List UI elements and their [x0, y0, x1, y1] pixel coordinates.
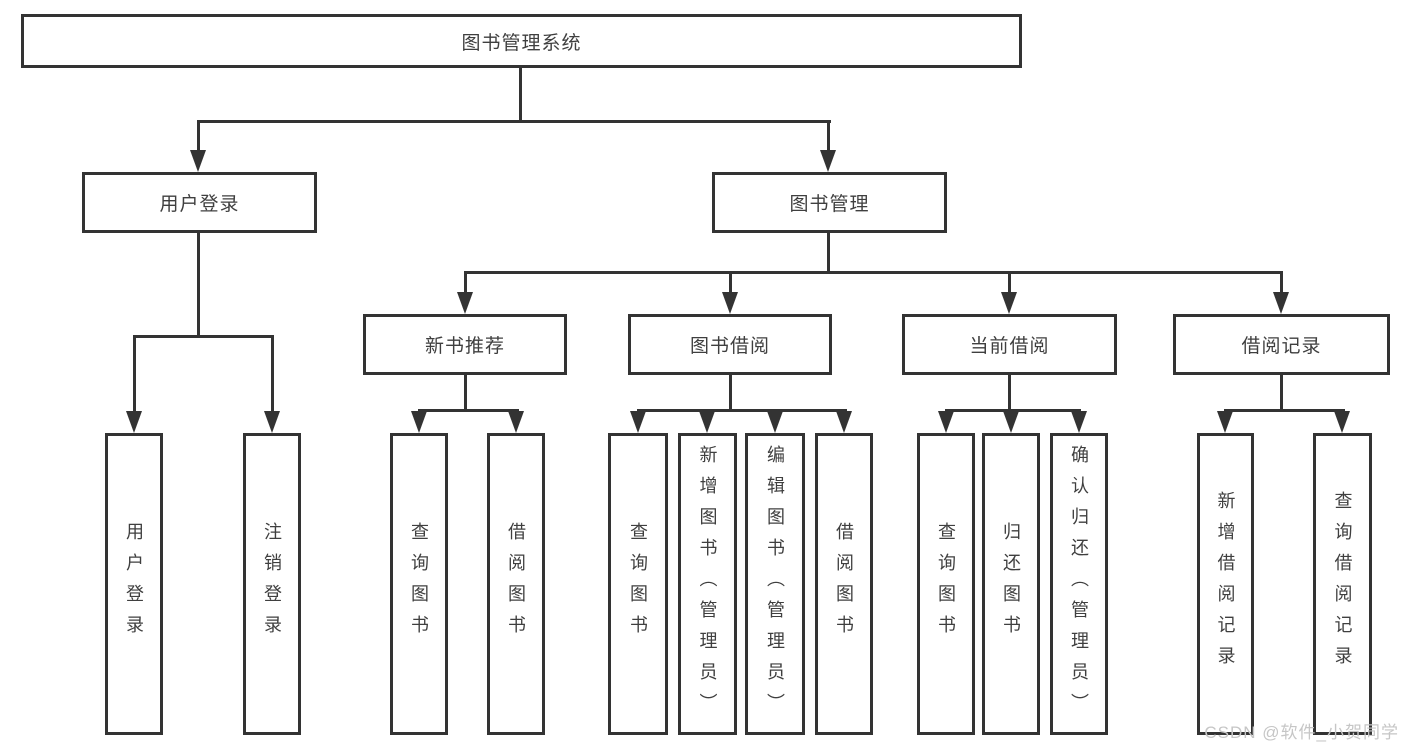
- arrowhead-down-icon: [699, 411, 715, 433]
- leaf-label: 新增图书（管理员）: [697, 444, 718, 724]
- leaf-label: 借阅图书: [834, 522, 854, 646]
- arrowhead-down-icon: [1001, 292, 1017, 314]
- arrowhead-down-icon: [126, 411, 142, 433]
- leaf-return-books: 归还图书: [982, 433, 1040, 735]
- leaf-label: 查询借阅记录: [1332, 491, 1353, 677]
- arrowhead-down-icon: [938, 411, 954, 433]
- leaf-borrow-books-recommend: 借阅图书: [487, 433, 545, 735]
- node-label: 用户登录: [159, 194, 240, 215]
- node-label: 借阅记录: [1241, 336, 1322, 357]
- connector-line: [197, 120, 831, 123]
- leaf-label: 用户登录: [124, 522, 144, 646]
- arrowhead-down-icon: [630, 411, 646, 433]
- connector-line: [945, 409, 1081, 412]
- node-book-management: 图书管理: [712, 172, 947, 233]
- arrowhead-down-icon: [820, 150, 836, 172]
- node-label: 图书管理: [789, 194, 870, 215]
- connector-line: [827, 120, 830, 152]
- arrowhead-down-icon: [1217, 411, 1233, 433]
- arrowhead-down-icon: [457, 292, 473, 314]
- connector-line: [197, 233, 200, 338]
- arrowhead-down-icon: [1071, 411, 1087, 433]
- arrowhead-down-icon: [264, 411, 280, 433]
- arrowhead-down-icon: [1273, 292, 1289, 314]
- arrowhead-down-icon: [722, 292, 738, 314]
- connector-line: [271, 335, 274, 413]
- leaf-label: 借阅图书: [506, 522, 526, 646]
- leaf-label: 注销登录: [262, 522, 282, 646]
- leaf-logout: 注销登录: [243, 433, 301, 735]
- leaf-borrow-books: 借阅图书: [815, 433, 873, 735]
- connector-line: [1280, 271, 1283, 294]
- connector-line: [1008, 271, 1011, 294]
- node-book-borrow: 图书借阅: [628, 314, 832, 375]
- leaf-label: 编辑图书（管理员）: [765, 444, 785, 724]
- csdn-watermark: CSDN @软件_小贺同学: [1204, 723, 1399, 742]
- connector-line: [464, 271, 467, 294]
- arrowhead-down-icon: [1334, 411, 1350, 433]
- node-label: 图书借阅: [689, 336, 770, 357]
- node-new-book-recommend: 新书推荐: [363, 314, 567, 375]
- arrowhead-down-icon: [1003, 411, 1019, 433]
- leaf-user-login: 用户登录: [105, 433, 163, 735]
- connector-line: [1224, 409, 1345, 412]
- leaf-label: 查询图书: [936, 522, 956, 646]
- connector-line: [729, 271, 732, 294]
- connector-line: [133, 335, 274, 338]
- leaf-label: 归还图书: [1001, 522, 1021, 646]
- connector-line: [827, 233, 830, 274]
- arrowhead-down-icon: [767, 411, 783, 433]
- node-user-login: 用户登录: [82, 172, 317, 233]
- connector-line: [729, 375, 732, 412]
- arrowhead-down-icon: [836, 411, 852, 433]
- leaf-label: 新增借阅记录: [1215, 491, 1236, 677]
- leaf-label: 确认归还（管理员）: [1069, 444, 1089, 724]
- leaf-label: 查询图书: [628, 522, 648, 646]
- leaf-query-books-borrow: 查询图书: [608, 433, 668, 735]
- node-current-borrow: 当前借阅: [902, 314, 1117, 375]
- connector-line: [464, 375, 467, 412]
- node-library-management-system: 图书管理系统: [21, 14, 1022, 68]
- leaf-query-books-current: 查询图书: [917, 433, 975, 735]
- leaf-add-borrow-record: 新增借阅记录: [1197, 433, 1254, 735]
- node-label: 当前借阅: [969, 336, 1050, 357]
- node-label: 新书推荐: [424, 336, 505, 357]
- connector-line: [519, 68, 522, 123]
- leaf-confirm-return-admin: 确认归还（管理员）: [1050, 433, 1108, 735]
- leaf-edit-books-admin: 编辑图书（管理员）: [745, 433, 805, 735]
- connector-line: [637, 409, 847, 412]
- leaf-add-books-admin: 新增图书（管理员）: [678, 433, 737, 735]
- leaf-query-books-recommend: 查询图书: [390, 433, 448, 735]
- leaf-label: 查询图书: [409, 522, 429, 646]
- arrowhead-down-icon: [190, 150, 206, 172]
- node-label: 图书管理系统: [461, 32, 582, 54]
- node-borrow-records: 借阅记录: [1173, 314, 1390, 375]
- connector-line: [418, 409, 519, 412]
- connector-line: [464, 271, 1283, 274]
- connector-line: [197, 120, 200, 152]
- connector-line: [1280, 375, 1283, 412]
- arrowhead-down-icon: [411, 411, 427, 433]
- connector-line: [1008, 375, 1011, 412]
- connector-line: [133, 335, 136, 413]
- arrowhead-down-icon: [508, 411, 524, 433]
- leaf-query-borrow-record: 查询借阅记录: [1313, 433, 1372, 735]
